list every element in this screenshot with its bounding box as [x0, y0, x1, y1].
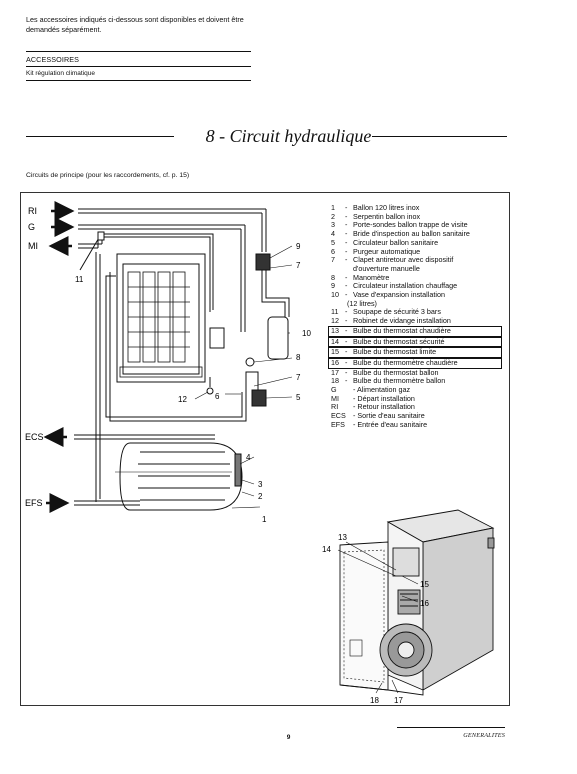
intro-text: Les accessoires indiqués ci-dessous sont…: [26, 15, 244, 34]
callout-3: 3: [258, 480, 263, 489]
accessories-top-rule: [26, 51, 251, 52]
section-title: 8 - Circuit hydraulique: [205, 126, 372, 146]
legend-item-13: 13-Bulbe du thermostat chaudière: [328, 325, 502, 337]
label-efs: EFS: [25, 498, 43, 508]
legend-item-10: 10-Vase d'expansion installation: [331, 290, 445, 300]
hydraulic-schematic: RI G MI ECS EFS 9 7 10 8 7 5 6 12 4 3 2 …: [25, 201, 311, 522]
section-rule-right: [372, 136, 507, 137]
callout-11: 11: [75, 275, 84, 284]
accessories-header: ACCESSOIRES: [26, 55, 80, 64]
accessories-mid-rule: [26, 66, 251, 67]
diagram-subtitle: Circuits de principe (pour les raccordem…: [26, 172, 190, 179]
callout-7a: 7: [296, 261, 301, 270]
legend-item-8: 8-Manomètre: [331, 272, 390, 282]
legend-item-17: 17-Bulbe du thermostat ballon: [331, 367, 439, 377]
callout-4: 4: [246, 453, 251, 462]
legend-code-ecs: ECS- Sortie d'eau sanitaire: [331, 411, 425, 421]
callout-7b: 7: [296, 373, 301, 382]
accessories-bottom-rule: [26, 80, 251, 81]
callout-8: 8: [296, 353, 301, 362]
callout-2: 2: [258, 492, 263, 501]
callout-16: 16: [420, 599, 429, 608]
callout-17: 17: [394, 696, 403, 705]
callout-13: 13: [338, 533, 347, 542]
diagram-frame: [20, 192, 510, 706]
legend-item-15: 15-Bulbe du thermostat limite: [328, 347, 502, 358]
callout-12: 12: [178, 395, 187, 404]
legend-item-2: 2-Serpentin ballon inox: [331, 211, 421, 221]
legend-item-7-cont: d'ouverture manuelle: [353, 263, 420, 273]
callout-1: 1: [262, 515, 267, 522]
callout-6: 6: [215, 392, 220, 401]
legend-item-1: 1-Ballon 120 litres inox: [331, 203, 420, 212]
callout-5: 5: [296, 393, 301, 402]
legend-item-6: 6-Purgeur automatique: [331, 246, 421, 256]
legend-item-18: 18-Bulbe du thermomètre ballon: [331, 376, 446, 386]
legend-code-efs: EFS- Entrée d'eau sanitaire: [331, 419, 428, 429]
label-ri: RI: [28, 206, 37, 216]
section-rule-left: [26, 136, 174, 137]
legend-item-12: 12-Robinet de vidange installation: [331, 316, 451, 326]
legend-item-5: 5-Circulateur ballon sanitaire: [331, 237, 439, 247]
footer-label: GENERALITES: [463, 732, 505, 739]
footer-rule: [397, 727, 505, 728]
legend-code-ri: RI- Retour installation: [331, 402, 415, 412]
label-g: G: [28, 222, 35, 232]
legend-item-7: 7-Clapet antiretour avec dispositif: [331, 255, 454, 265]
legend-item-16: 16-Bulbe du thermomètre chaudière: [328, 357, 502, 369]
legend-item-11: 11-Soupape de sécurité 3 bars: [331, 307, 441, 317]
callout-10: 10: [302, 329, 311, 338]
callout-18: 18: [370, 696, 379, 705]
legend-item-10-cont: (12 litres): [347, 298, 377, 308]
legend-code-mi: MI- Départ installation: [331, 393, 415, 403]
legend-item-9: 9-Circulateur installation chauffage: [331, 281, 458, 291]
callout-15: 15: [420, 580, 429, 589]
callout-14: 14: [322, 545, 331, 554]
legend-code-g: G- Alimentation gaz: [331, 385, 411, 395]
accessories-item: Kit régulation climatique: [26, 70, 96, 77]
legend-item-14: 14-Bulbe du thermostat sécurité: [328, 336, 502, 348]
diagram-legend: 1-Ballon 120 litres inox 2-Serpentin bal…: [328, 203, 511, 430]
label-ecs: ECS: [25, 432, 44, 442]
label-mi: MI: [28, 241, 38, 251]
legend-item-4: 4-Bride d'inspection au ballon sanitaire: [331, 229, 470, 239]
callout-9: 9: [296, 242, 301, 251]
boiler-cutaway-illustration: 13 14 15 16 17 18: [322, 509, 495, 705]
page-number: 9: [286, 734, 291, 741]
legend-item-3: 3-Porte-sondes ballon trappe de visite: [331, 220, 468, 230]
